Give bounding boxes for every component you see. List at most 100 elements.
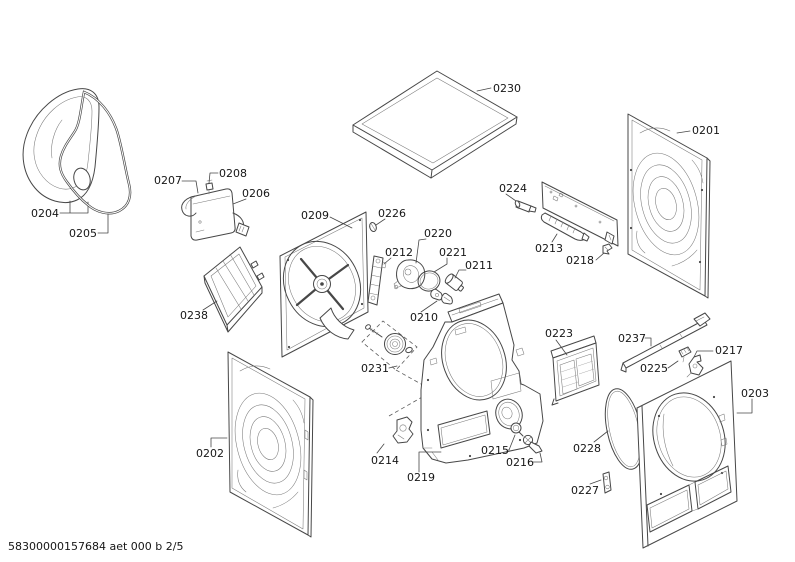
leader-0213	[551, 233, 558, 243]
part-0206-control-module: 0206	[190, 187, 270, 241]
part-0212-hinge-rail: 0212	[367, 246, 413, 306]
part-0219-front-bulkhead: 0219	[407, 293, 544, 484]
leader-0227	[589, 479, 602, 485]
part-0224-plug: 0224	[499, 182, 537, 213]
leader-0208	[208, 172, 219, 184]
embossed-rings	[632, 152, 700, 256]
part-label-0221: 0221	[439, 246, 467, 259]
part-label-0217: 0217	[715, 344, 743, 357]
part-label-0216: 0216	[506, 456, 534, 469]
leader-0223	[555, 339, 568, 356]
part-label-0208: 0208	[219, 167, 247, 180]
leader-0231	[388, 365, 398, 369]
kit-boundary	[361, 320, 418, 371]
part-0201-side-panel-right: 0201	[627, 113, 720, 299]
part-0215-knob: 0215	[481, 422, 524, 457]
leader-0210	[420, 300, 438, 313]
part-0207-wire: 0207	[154, 174, 199, 217]
part-label-0227: 0227	[571, 484, 599, 497]
embossed-rings	[234, 392, 302, 496]
part-label-0203: 0203	[741, 387, 769, 400]
leader-0238	[202, 300, 218, 311]
leader-0211	[454, 269, 467, 279]
air-duct-outlet	[319, 307, 355, 340]
part-label-0207: 0207	[154, 174, 182, 187]
part-label-0224: 0224	[499, 182, 527, 195]
leader-0218	[595, 252, 605, 261]
leader-0224	[505, 193, 517, 202]
part-label-0213: 0213	[535, 242, 563, 255]
part-0223-fluff-filter: 0223	[545, 327, 600, 406]
part-0231-motor-kit: 0231	[361, 320, 418, 375]
part-label-0201: 0201	[692, 124, 720, 137]
leader-0221	[433, 257, 448, 273]
part-label-0230: 0230	[493, 82, 521, 95]
leader-0228	[593, 430, 609, 443]
part-label-0219: 0219	[407, 471, 435, 484]
leader-0202	[210, 437, 228, 448]
part-label-0237: 0237	[618, 332, 646, 345]
leader-0212	[383, 257, 392, 265]
part-label-0220: 0220	[424, 227, 452, 240]
part-label-0215: 0215	[481, 444, 509, 457]
part-0203-front-panel: 0203	[636, 360, 769, 549]
part-0205-door-seal: 0205	[58, 90, 132, 240]
leader-0216	[532, 452, 543, 463]
part-label-0210: 0210	[410, 311, 438, 324]
part-label-0223: 0223	[545, 327, 573, 340]
part-0238-frame: 0238	[180, 246, 265, 333]
part-0208-screw: 0208	[205, 167, 247, 195]
part-label-0205: 0205	[69, 227, 97, 240]
part-0211-capacitor: 0211	[444, 259, 493, 292]
part-0209-rear-panel: 0209	[279, 209, 369, 358]
part-0210-clamps: 0210	[410, 288, 453, 324]
part-label-0206: 0206	[242, 187, 270, 200]
part-0230-top-panel: 0230	[352, 70, 521, 179]
assembly-line-1	[395, 369, 447, 399]
leader-0207	[181, 180, 199, 194]
part-label-0212: 0212	[385, 246, 413, 259]
part-label-0228: 0228	[573, 442, 601, 455]
document-number: 58300000157684 aet 000 b 2/5	[8, 540, 183, 553]
part-label-0202: 0202	[196, 447, 224, 460]
leader-0203	[736, 398, 753, 414]
part-label-0226: 0226	[378, 207, 406, 220]
part-0237-rail: 0237	[618, 312, 711, 373]
leader-0209	[329, 216, 353, 229]
leader-0230	[476, 87, 492, 92]
part-0227-clip: 0227	[571, 471, 612, 497]
door-opening	[652, 392, 726, 482]
part-0202-side-panel-left: 0202	[196, 351, 314, 538]
part-0225-clip: 0225	[640, 346, 692, 375]
leader-0214	[376, 443, 385, 454]
part-label-0209: 0209	[301, 209, 329, 222]
cable-connector	[235, 222, 250, 237]
part-label-0238: 0238	[180, 309, 208, 322]
part-0216-valve: 0216	[506, 434, 543, 469]
part-0213-handle-support: 0213	[535, 181, 619, 255]
drum-opening	[441, 319, 507, 401]
leader-0226	[375, 218, 386, 226]
part-label-0204: 0204	[31, 207, 59, 220]
part-0218-clip: 0218	[566, 243, 613, 267]
leader-0217	[693, 350, 714, 358]
leader-0215	[506, 434, 516, 451]
leader-0219	[418, 451, 442, 473]
leader-0205	[97, 213, 109, 234]
part-label-0225: 0225	[640, 362, 668, 375]
assembly-line-2	[388, 391, 432, 417]
part-label-0214: 0214	[371, 454, 399, 467]
part-label-0218: 0218	[566, 254, 594, 267]
part-0217-hinge-piece: 0217	[686, 344, 743, 378]
leader-0201	[676, 130, 691, 134]
motor-end	[384, 333, 406, 355]
leader-0237	[644, 337, 652, 347]
vent-right	[694, 465, 732, 510]
part-label-0231: 0231	[361, 362, 389, 375]
part-label-0211: 0211	[465, 259, 493, 272]
leader-0206	[232, 198, 247, 205]
part-0221-gasket-ring: 0221	[417, 246, 467, 292]
part-0214-bracket: 0214	[371, 416, 414, 467]
